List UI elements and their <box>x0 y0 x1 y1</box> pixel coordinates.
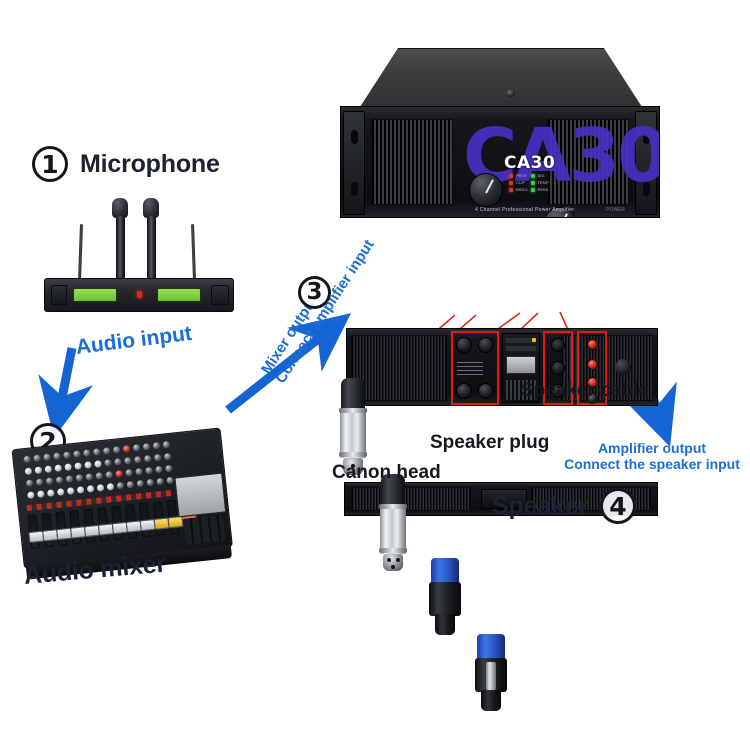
handheld-microphone-1 <box>112 198 128 284</box>
speakon-connector-2 <box>474 634 508 712</box>
amp-rear-switch[interactable] <box>615 359 631 375</box>
handheld-microphone-2 <box>143 198 159 284</box>
amp-binding-post-group[interactable] <box>577 331 607 405</box>
power-amplifier-rack: CA30 CA30 PROT SIG CLIP TEMP BRDG PARA 4… <box>340 48 660 516</box>
canon-head-label: Canon head <box>332 462 441 483</box>
speaker-cable-label: Speaker cable <box>521 380 649 401</box>
step-number-1: 1 <box>32 146 68 182</box>
xlr-connector-2 <box>378 474 408 572</box>
amp-front-panel: CA30 CA30 PROT SIG CLIP TEMP BRDG PARA 4… <box>340 106 660 218</box>
step-4-header: Speaker 4 <box>492 488 636 524</box>
amp-vent-right <box>547 119 629 205</box>
step-number-3: 3 <box>298 276 331 309</box>
step-1-header: 1 Microphone <box>32 146 220 182</box>
antenna-left <box>78 223 83 281</box>
amp-rear-panel <box>346 328 658 406</box>
amp-xlr-input-group[interactable] <box>451 331 499 405</box>
rack-ear-left <box>343 111 365 215</box>
amp-lid-screw <box>506 90 515 97</box>
amp-model-name: CA30 <box>504 153 556 173</box>
receiver-display-2 <box>157 288 201 302</box>
mixer-fx-panel <box>174 472 227 518</box>
amp-subtitle: 4 Channel Professional Power Amplifier <box>475 207 575 213</box>
amp-led-cluster: PROT SIG CLIP TEMP BRDG PARA <box>509 173 549 192</box>
speaker-label: Speaker <box>492 491 588 520</box>
annotation-amplifier-output-line2: Connect the speaker input <box>564 456 740 472</box>
annotation-amplifier-output-line1: Amplifier output <box>597 440 707 456</box>
amp-power-label: POWER <box>606 207 625 213</box>
amp-top-lid <box>358 48 644 110</box>
amp-center-controls <box>502 333 540 403</box>
annotation-audio-input: Audio input <box>74 321 194 359</box>
power-led <box>137 291 142 298</box>
receiver-chassis <box>44 278 234 312</box>
amp-speakon-output-group[interactable] <box>543 331 573 405</box>
xlr-connector-1 <box>338 378 368 476</box>
rack-ear-right <box>635 111 657 215</box>
microphone-receiver-unit <box>40 196 240 316</box>
speaker-plug-label: Speaker plug <box>430 432 550 453</box>
arrow-audio-input <box>38 347 94 439</box>
amp-vent-left <box>371 119 453 205</box>
receiver-display-1 <box>73 288 117 302</box>
antenna-right <box>191 223 196 281</box>
speakon-connector-1 <box>428 558 462 636</box>
microphone-label: Microphone <box>80 149 220 178</box>
amp-volume-knob-ch1[interactable] <box>469 173 503 207</box>
annotation-amplifier-output: Amplifier output Connect the speaker inp… <box>562 440 742 472</box>
step-number-4: 4 <box>599 488 636 524</box>
